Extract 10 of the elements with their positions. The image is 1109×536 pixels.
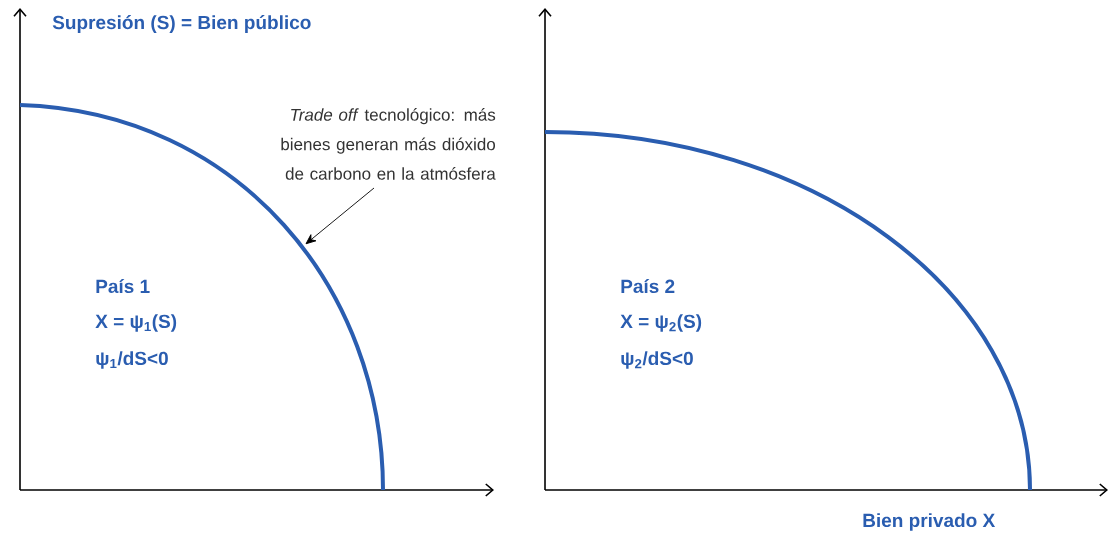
equation: ψ$_{2}$/dS<0	[621, 351, 693, 369]
equation: ψ$_{1}$/dS<0	[96, 351, 168, 369]
equation: X = ψ$_{1}$(S)	[95, 314, 177, 332]
annotation-text: Trade off tecnológico: más bienes generan más dióxido de carbono en la atmósfera	[281, 108, 496, 180]
axis-title: Supresión (S) = Bien público	[52, 15, 311, 33]
axis-title: Bien privado X	[863, 513, 996, 531]
equation: X = ψ$_{2}$(S)	[620, 314, 702, 332]
country-label: País 2	[621, 278, 675, 294]
leader-arrow	[305, 187, 375, 245]
country-label: País 1	[96, 278, 150, 294]
